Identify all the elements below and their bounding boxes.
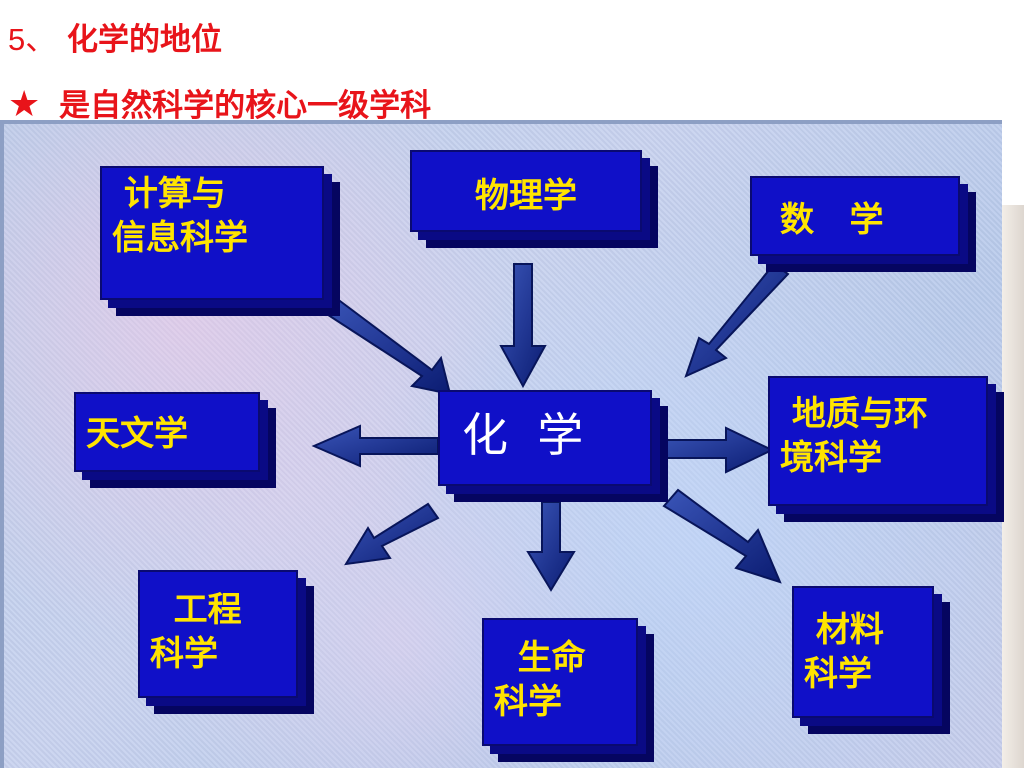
node-math-line1: 数 学 (780, 200, 884, 240)
arrow-center-to-geo-env (663, 426, 775, 474)
node-computing-line1: 计算与 (112, 174, 226, 214)
node-engineering: 工程 科学 (138, 570, 298, 698)
arrow-center-to-astronomy (311, 424, 439, 468)
slide-heading: 5、 化学的地位 (8, 14, 222, 59)
arrow-center-to-life (526, 501, 576, 592)
node-math: 数 学 (750, 176, 960, 256)
node-materials-line2: 科学 (804, 654, 872, 695)
node-engineering-line1: 工程 (150, 590, 242, 630)
node-astronomy: 天文学 (74, 392, 260, 472)
arrows-layer (311, 262, 790, 592)
node-physics-line1: 物理学 (475, 176, 577, 216)
node-astronomy-line1: 天文学 (86, 414, 188, 454)
heading-text: 化学的地位 (67, 22, 223, 58)
arrow-center-to-materials (662, 488, 782, 584)
node-chemistry-center: 化 学 (438, 390, 652, 486)
heading-number: 5、 (8, 22, 57, 57)
node-computing-line2: 信息科学 (112, 218, 248, 259)
arrow-center-to-engineering (344, 502, 440, 566)
subheading-text: 是自然科学的核心一级学科 (59, 88, 432, 120)
background-strip (1002, 205, 1024, 768)
node-computing: 计算与 信息科学 (100, 166, 324, 300)
node-life-line2: 科学 (494, 682, 562, 723)
node-life: 生命 科学 (482, 618, 638, 746)
node-materials: 材料 科学 (792, 586, 934, 718)
node-chemistry-label: 化 学 (462, 408, 584, 462)
node-physics: 物理学 (410, 150, 642, 232)
arrow-math-to-center (684, 262, 790, 378)
slide-subheading: ★ 是自然科学的核心一级学科 (8, 80, 431, 120)
node-geo-env-line2: 境科学 (780, 438, 882, 479)
node-engineering-line2: 科学 (150, 634, 218, 675)
node-geo-env-line1: 地质与环 (780, 394, 928, 434)
node-geo-env: 地质与环 境科学 (768, 376, 988, 506)
node-materials-line1: 材料 (804, 610, 884, 650)
arrow-computing-to-center (320, 296, 452, 396)
node-life-line1: 生命 (494, 638, 586, 678)
star-icon: ★ (8, 84, 41, 120)
arrow-physics-to-center (499, 263, 547, 389)
diagram-panel: 计算与 信息科学 物理学 数 学 天文学 化 学 地质与环 境科学 工程 科学 … (0, 120, 1002, 768)
